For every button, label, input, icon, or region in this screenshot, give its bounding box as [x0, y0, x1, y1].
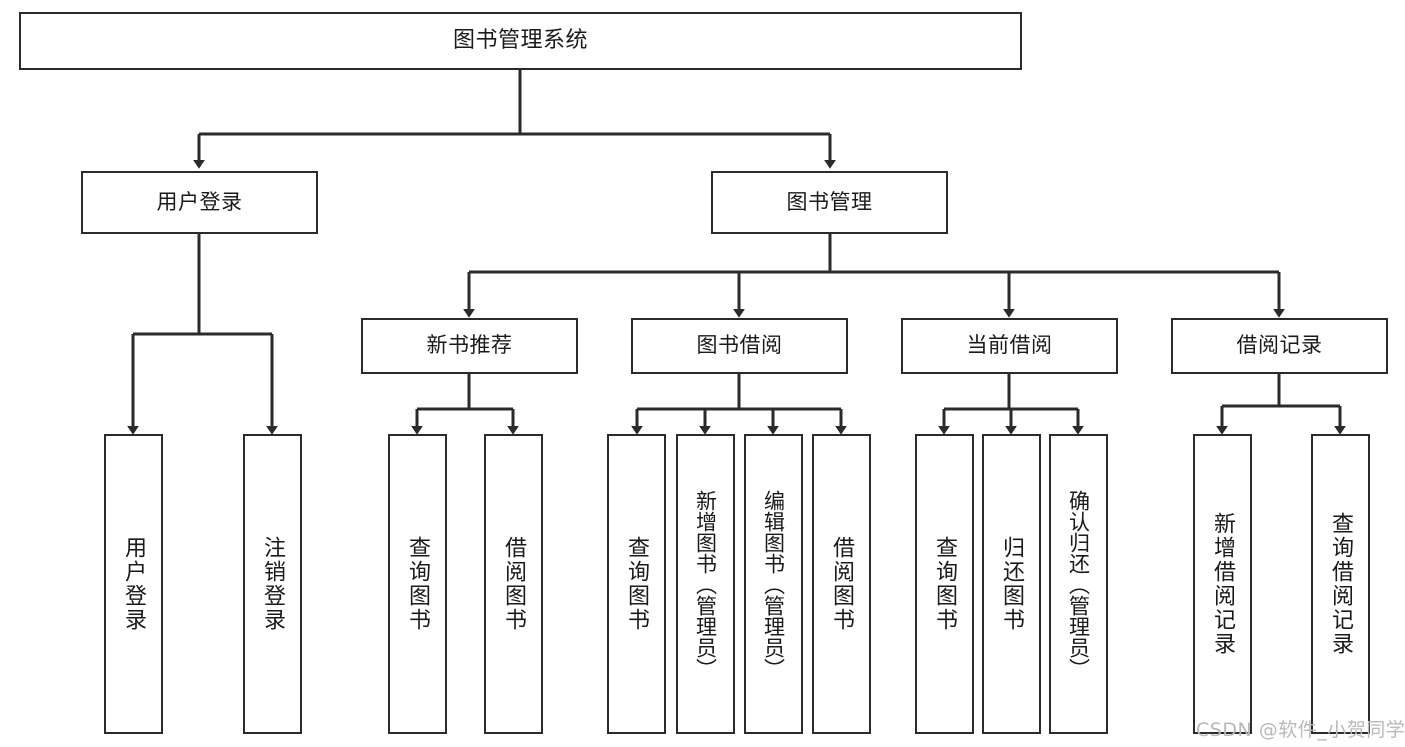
node-leaf-logout-login[interactable]: 注销登录 — [243, 434, 302, 734]
node-leaf-edit-book[interactable]: 编辑图书（管理员） — [744, 434, 803, 734]
node-leaf-add-book[interactable]: 新增图书（管理员） — [676, 434, 735, 734]
node-leaf-borrow-book-1[interactable]: 借阅图书 — [484, 434, 543, 734]
node-leaf-borrow-book-2-label: 借阅图书 — [829, 536, 855, 632]
node-book-manage[interactable]: 图书管理 — [711, 171, 948, 234]
node-leaf-confirm-return-label: 确认归还（管理员） — [1066, 489, 1091, 679]
node-new-book-recommend[interactable]: 新书推荐 — [361, 318, 578, 374]
node-leaf-query-book-1[interactable]: 查询图书 — [388, 434, 447, 734]
node-leaf-add-record[interactable]: 新增借阅记录 — [1193, 434, 1252, 734]
node-leaf-borrow-book-2[interactable]: 借阅图书 — [812, 434, 871, 734]
node-leaf-query-record[interactable]: 查询借阅记录 — [1311, 434, 1370, 734]
node-root[interactable]: 图书管理系统 — [19, 12, 1022, 70]
node-root-label: 图书管理系统 — [452, 27, 588, 53]
node-leaf-query-book-2-label: 查询图书 — [624, 536, 650, 632]
node-current-borrow-label: 当前借阅 — [966, 333, 1053, 358]
node-current-borrow[interactable]: 当前借阅 — [901, 318, 1118, 374]
node-leaf-edit-book-label: 编辑图书（管理员） — [761, 489, 786, 679]
node-book-borrow[interactable]: 图书借阅 — [631, 318, 848, 374]
node-leaf-user-login-label: 用户登录 — [121, 536, 147, 632]
node-leaf-borrow-book-1-label: 借阅图书 — [501, 536, 527, 632]
node-leaf-query-book-3-label: 查询图书 — [932, 536, 958, 632]
node-leaf-return-book-label: 归还图书 — [999, 536, 1025, 632]
node-leaf-return-book[interactable]: 归还图书 — [982, 434, 1041, 734]
node-user-login-label: 用户登录 — [156, 189, 243, 214]
node-leaf-query-book-3[interactable]: 查询图书 — [915, 434, 974, 734]
node-borrow-record-label: 借阅记录 — [1236, 333, 1323, 358]
node-new-book-recommend-label: 新书推荐 — [426, 333, 513, 358]
node-leaf-query-book-1-label: 查询图书 — [405, 536, 431, 632]
node-book-manage-label: 图书管理 — [786, 189, 873, 214]
node-book-borrow-label: 图书借阅 — [696, 333, 783, 358]
node-leaf-confirm-return[interactable]: 确认归还（管理员） — [1049, 434, 1108, 734]
node-leaf-query-book-2[interactable]: 查询图书 — [607, 434, 666, 734]
node-user-login[interactable]: 用户登录 — [81, 171, 318, 234]
node-leaf-add-book-label: 新增图书（管理员） — [693, 489, 718, 679]
node-leaf-query-record-label: 查询借阅记录 — [1328, 512, 1354, 656]
csdn-watermark: CSDN @软件_小贺同学 — [1196, 719, 1405, 741]
node-leaf-logout-login-label: 注销登录 — [260, 536, 286, 632]
node-leaf-user-login[interactable]: 用户登录 — [104, 434, 163, 734]
node-borrow-record[interactable]: 借阅记录 — [1171, 318, 1388, 374]
node-leaf-add-record-label: 新增借阅记录 — [1210, 512, 1236, 656]
